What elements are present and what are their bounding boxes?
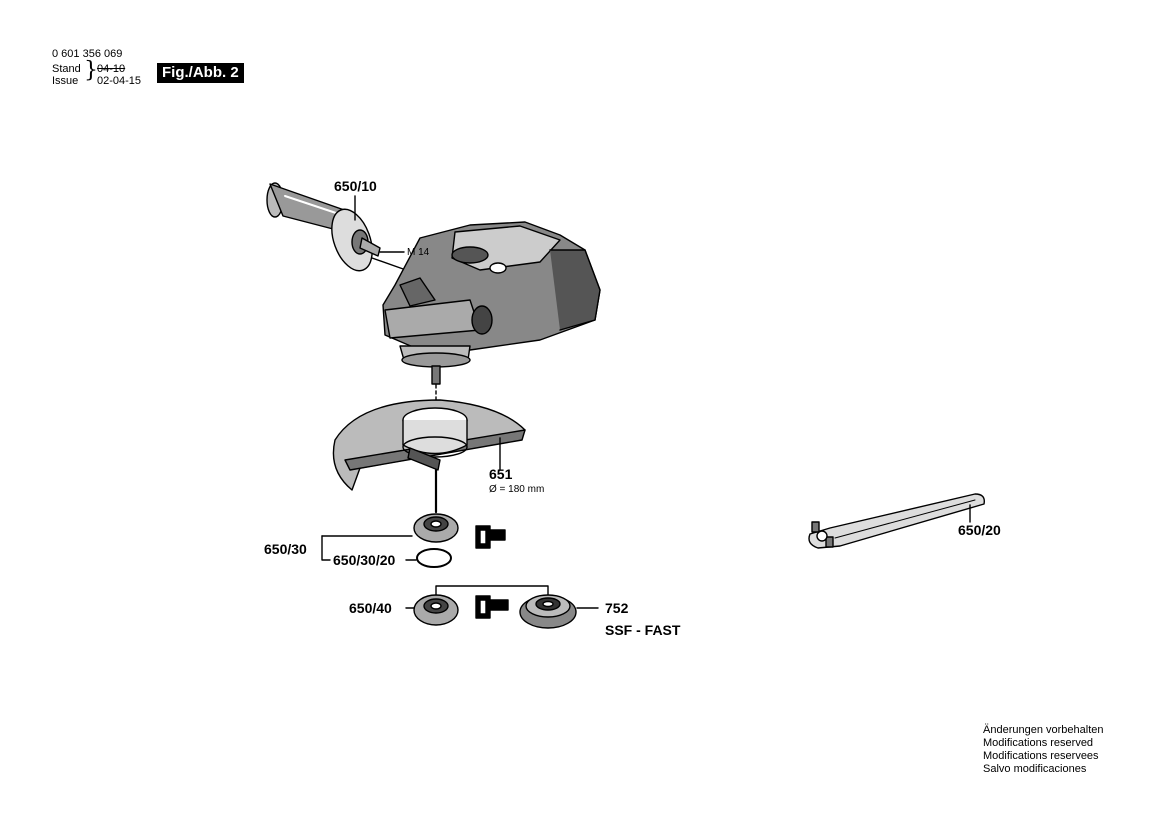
label-wheel-guard: 651	[489, 466, 513, 482]
brace-icon: }	[84, 58, 98, 83]
label-side-handle: 650/10	[334, 178, 377, 194]
clamp-nut-drawing	[405, 594, 459, 626]
note-es: Salvo modificaciones	[983, 763, 1087, 775]
flange-drawing	[413, 513, 459, 543]
label-quick-nut: 752	[605, 600, 629, 616]
label-o-ring: 650/30/20	[333, 552, 396, 568]
fit-symbol-drawing	[475, 525, 506, 549]
issue-label: Issue	[52, 75, 79, 87]
grinder-body-drawing	[382, 221, 601, 385]
label-guard-diameter: Ø = 180 mm	[489, 484, 545, 495]
figure-badge: Fig./Abb. 2	[157, 63, 244, 83]
label-quick-nut-name: SSF - FAST	[605, 622, 681, 638]
note-fr: Modifications reservees	[983, 750, 1099, 762]
part-number: 0 601 356 069	[52, 48, 123, 60]
label-thread: M 14	[407, 247, 430, 258]
side-handle-drawing	[266, 182, 405, 272]
o-ring-drawing	[416, 548, 452, 568]
wheel-guard-drawing	[332, 399, 526, 491]
quick-nut-drawing	[519, 594, 577, 629]
label-clamp-nut: 650/40	[349, 600, 392, 616]
label-flange-set: 650/30	[264, 541, 307, 557]
label-spanner: 650/20	[958, 522, 1001, 538]
note-de: Änderungen vorbehalten	[983, 724, 1104, 736]
new-date: 02-04-15	[97, 75, 142, 87]
old-date: 04-10	[97, 63, 126, 75]
stand-label: Stand	[52, 63, 81, 75]
note-en: Modifications reserved	[983, 737, 1094, 749]
spanner-drawing	[808, 493, 985, 549]
